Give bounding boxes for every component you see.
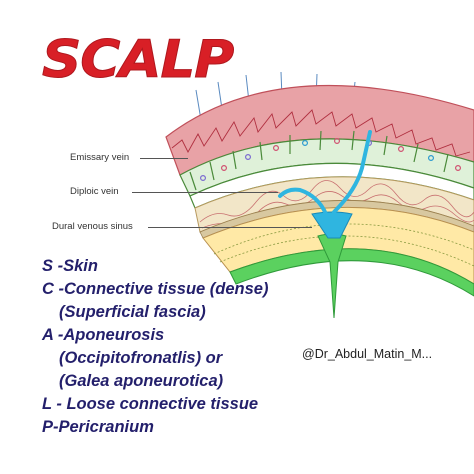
connective-cell-dots [200, 138, 462, 182]
loose-connective-fibers [199, 180, 474, 223]
dural-venous-sinus-leader [148, 227, 312, 228]
mnemonic-line-skin: S -Skin [42, 257, 98, 275]
diploic-vein-label: Diploic vein [70, 186, 119, 197]
page-title: SCALP [41, 30, 234, 91]
mnemonic-line-occipitofrontalis: (Occipitofronatlis) or [59, 349, 223, 367]
emissary-vein-leader [140, 158, 188, 159]
emissary-vein-label: Emissary vein [70, 152, 130, 163]
dural-venous-sinus-shape [311, 211, 353, 239]
mnemonic-line-pericranium: P-Pericranium [42, 418, 154, 436]
dural-venous-sinus-label: Dural venous sinus [52, 221, 133, 232]
mnemonic-list: S -Skin C -Connective tissue (dense) (Su… [42, 255, 268, 439]
dura-layer [229, 248, 474, 297]
mnemonic-line-galea: (Galea aponeurotica) [59, 372, 224, 390]
skin-zigzag [171, 109, 471, 157]
mnemonic-line-loose-connective: L - Loose connective tissue [42, 395, 259, 413]
author-handle: @Dr_Abdul_Matin_M... [302, 347, 433, 361]
diploic-vein-leader [132, 192, 278, 193]
diploic-vein-shape [278, 187, 328, 216]
connective-cell-dividers [189, 130, 449, 191]
mnemonic-line-aponeurosis: A -Aponeurosis [42, 326, 165, 344]
mnemonic-line-connective: C -Connective tissue (dense) [42, 280, 269, 298]
mnemonic-line-superficial-fascia: (Superficial fascia) [59, 303, 206, 321]
emissary-vein-shape [332, 130, 372, 214]
